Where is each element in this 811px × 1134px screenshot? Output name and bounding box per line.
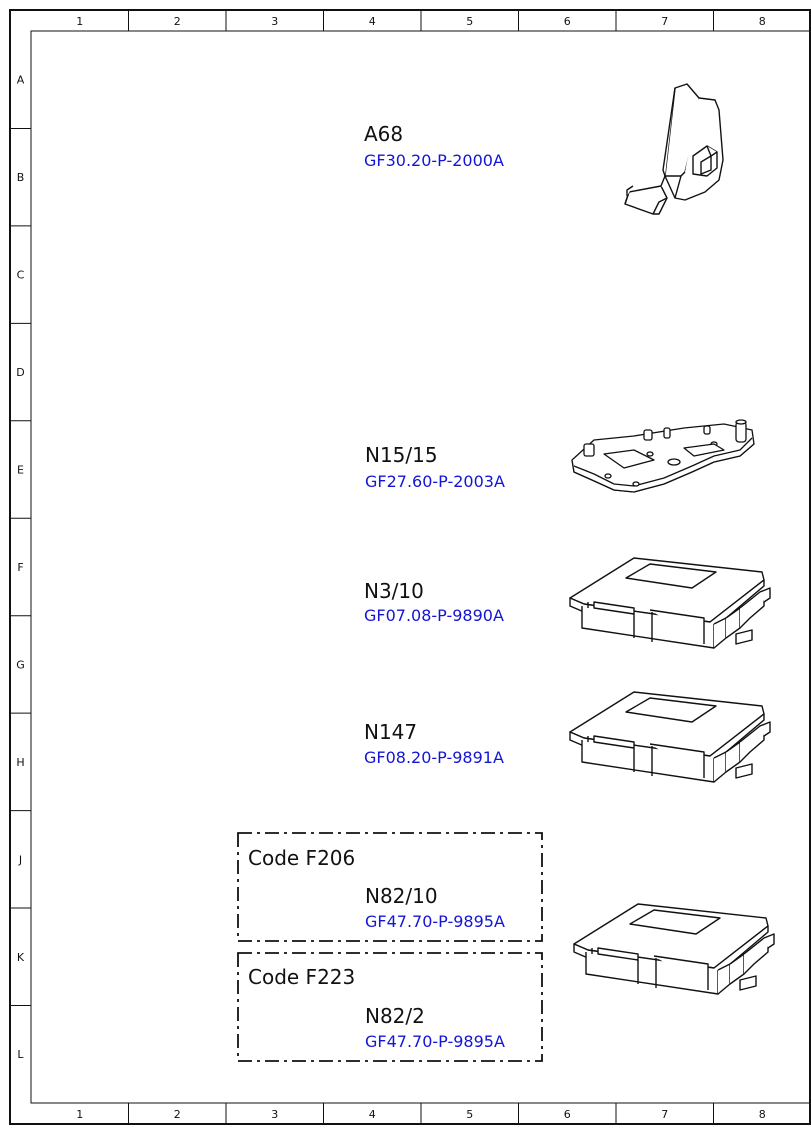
- grid-row-label: C: [17, 269, 25, 282]
- grid-column-label: 2: [174, 1108, 181, 1121]
- reference-link-n82-2[interactable]: GF47.70-P-9895A: [365, 1032, 505, 1051]
- control-unit-n82-drawing: [573, 903, 775, 995]
- option-code-f206: Code F206: [248, 846, 356, 870]
- grid-row-label: A: [17, 74, 25, 87]
- part-label-n82-2: N82/2: [365, 1004, 425, 1028]
- grid-column-label: 8: [759, 1108, 766, 1121]
- grid-row-label: L: [17, 1048, 24, 1061]
- grid-row-label: F: [17, 561, 23, 574]
- part-label-n82-10: N82/10: [365, 884, 438, 908]
- grid-column-label: 6: [564, 15, 571, 28]
- option-group-boxes: [237, 832, 543, 1062]
- accelerator-pedal-module-icon: [624, 83, 724, 215]
- grid-column-label: 7: [661, 1108, 668, 1121]
- part-label-n3-10: N3/10: [364, 579, 424, 603]
- reference-link-n15-15[interactable]: GF27.60-P-2003A: [365, 472, 505, 491]
- control-unit-n3-10-drawing: [569, 557, 771, 649]
- grid-column-label: 7: [661, 15, 668, 28]
- grid-row-label: J: [18, 853, 22, 866]
- grid-column-label: 5: [466, 1108, 473, 1121]
- part-label-a68: A68: [364, 122, 404, 146]
- reference-link-n82-10[interactable]: GF47.70-P-9895A: [365, 912, 505, 931]
- grid-column-label: 3: [271, 15, 278, 28]
- grid-column-label: 4: [369, 1108, 376, 1121]
- transmission-control-plate-icon: [571, 419, 755, 493]
- part-label-n147: N147: [364, 720, 418, 744]
- grid-column-label: 6: [564, 1108, 571, 1121]
- grid-row-label: D: [16, 366, 24, 379]
- grid-row-label: K: [17, 951, 25, 964]
- grid-column-label: 8: [759, 15, 766, 28]
- grid-row-label: G: [16, 658, 25, 671]
- part-label-n15-15: N15/15: [365, 443, 438, 467]
- grid-row-label: E: [17, 464, 24, 477]
- grid-column-label: 2: [174, 15, 181, 28]
- grid-column-label: 1: [76, 15, 83, 28]
- grid-row-label: B: [17, 171, 25, 184]
- reference-link-n147[interactable]: GF08.20-P-9891A: [364, 748, 504, 767]
- grid-column-label: 4: [369, 15, 376, 28]
- reference-link-a68[interactable]: GF30.20-P-2000A: [364, 151, 504, 170]
- grid-column-label: 1: [76, 1108, 83, 1121]
- grid-row-label: H: [16, 756, 24, 769]
- grid-column-label: 5: [466, 15, 473, 28]
- control-unit-n147-drawing: [569, 691, 771, 783]
- grid-column-label: 3: [271, 1108, 278, 1121]
- option-code-f223: Code F223: [248, 965, 356, 989]
- reference-link-n3-10[interactable]: GF07.08-P-9890A: [364, 606, 504, 625]
